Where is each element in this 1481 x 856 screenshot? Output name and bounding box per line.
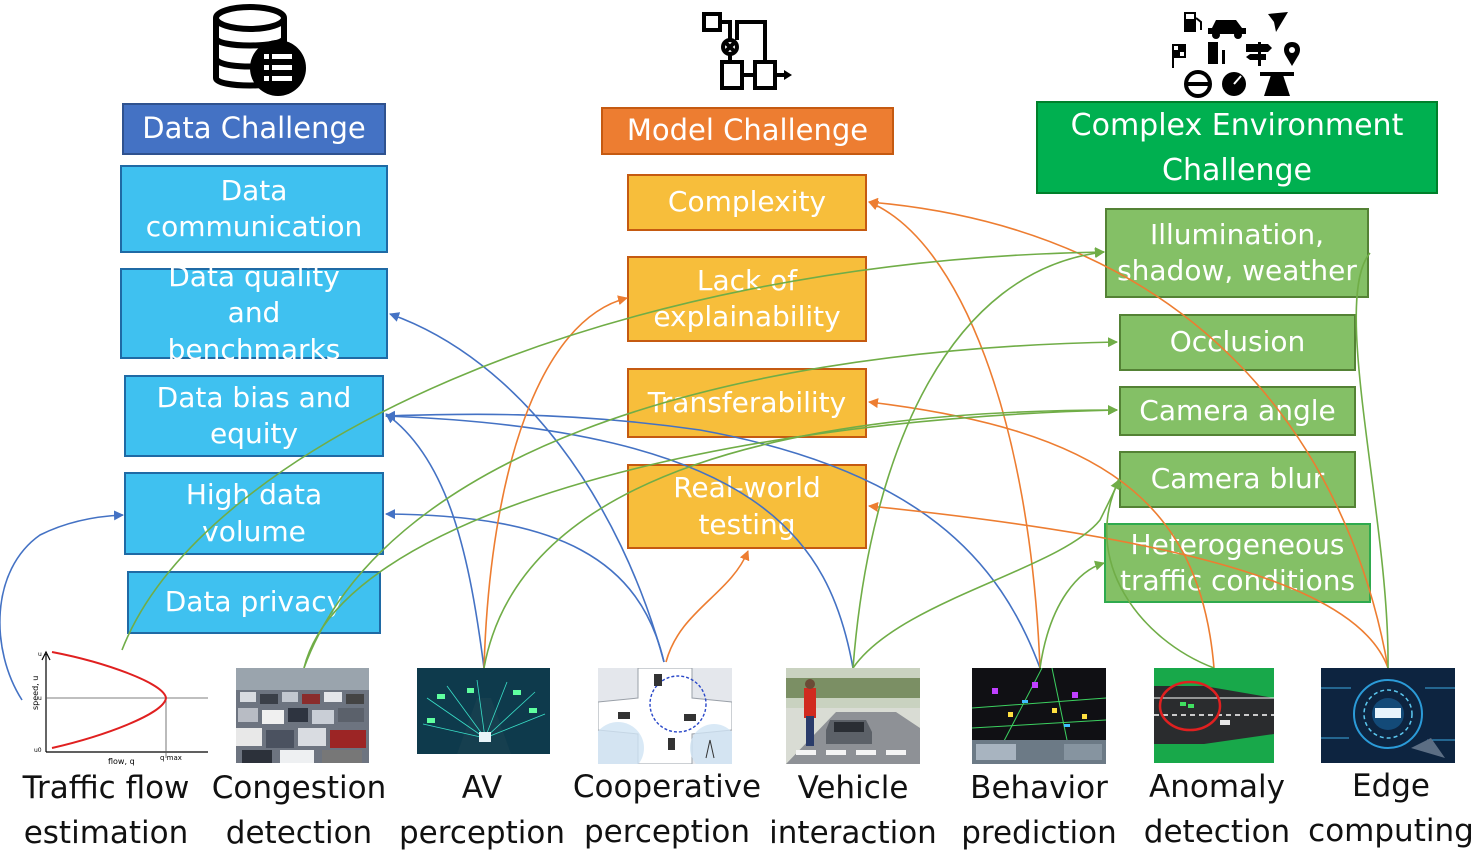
- link-coop-realworld: [665, 550, 750, 663]
- vehicle-interaction-label: Vehicle interaction: [769, 770, 937, 851]
- link-edge-complexity: [868, 197, 1389, 669]
- link-coop-volume: [385, 509, 665, 663]
- traffic-flow-plot: speed, u flow, q q max u u u0: [24, 648, 210, 766]
- complexity-box: Complexity: [627, 174, 867, 231]
- av-perception-label: AV perception: [399, 770, 565, 851]
- occlusion-box: Occlusion: [1119, 314, 1356, 371]
- link-anom-blur: [1106, 479, 1215, 669]
- anomaly-detection-image: [1154, 668, 1274, 763]
- link-anom-transfer: [868, 398, 1215, 669]
- link-veh-bias: [385, 411, 854, 669]
- link-flow-illum: [121, 247, 1105, 651]
- camera-angle-box: Camera angle: [1119, 386, 1356, 436]
- environment-challenge-header: Complex Environment Challenge: [1036, 101, 1438, 194]
- av-perception-image: [417, 668, 550, 754]
- link-flow-volume: [0, 510, 124, 701]
- plot-origin: u0: [34, 747, 42, 754]
- transferability-box: Transferability: [627, 368, 867, 438]
- link-cong-occlusion: [303, 337, 1118, 669]
- environment-icons: [1170, 10, 1305, 98]
- plot-ylabel: speed, u: [31, 676, 40, 710]
- link-veh-illum: [852, 248, 1105, 669]
- behavior-prediction-image: [972, 668, 1106, 764]
- link-av-bias: [385, 413, 485, 669]
- plot-xlabel: flow, q: [108, 757, 135, 766]
- explainability-box: Lack of explainability: [627, 256, 867, 342]
- behavior-label: Behavior prediction: [961, 770, 1117, 851]
- database-icon: [208, 2, 308, 98]
- edge-label: Edge computing: [1308, 768, 1474, 849]
- vehicle-interaction-photo: [786, 668, 920, 764]
- link-av-explain: [483, 295, 628, 669]
- high-data-volume-box: High data volume: [124, 472, 384, 555]
- cooperative-label: Cooperative perception: [572, 769, 762, 850]
- data-bias-box: Data bias and equity: [124, 375, 384, 457]
- edge-computing-image: [1321, 668, 1455, 763]
- link-edge-realworld: [868, 501, 1389, 669]
- plot-u-tick: u: [38, 651, 42, 658]
- plot-u-tick2: u: [38, 695, 42, 702]
- link-beh-bias: [385, 410, 1041, 669]
- block-diagram-icon: [700, 10, 795, 95]
- congestion-photo: [236, 668, 369, 763]
- link-coop-quality: [389, 312, 665, 663]
- link-edge-illum: [1355, 252, 1389, 669]
- cooperative-perception-diagram: [598, 668, 732, 764]
- link-cong-angle: [303, 405, 1118, 669]
- congestion-label: Congestion detection: [211, 770, 387, 851]
- data-challenge-header: Data Challenge: [122, 103, 386, 155]
- anomaly-label: Anomaly detection: [1143, 769, 1291, 850]
- data-privacy-box: Data privacy: [127, 571, 381, 634]
- heterogeneous-box: Heterogeneous traffic conditions: [1104, 523, 1371, 603]
- traffic-flow-label: Traffic flow estimation: [22, 770, 190, 851]
- plot-qmax: q max: [160, 754, 182, 762]
- model-challenge-header: Model Challenge: [601, 107, 894, 155]
- data-communication-box: Data communication: [120, 165, 388, 253]
- link-av-angle: [483, 405, 1118, 669]
- link-beh-complexity: [868, 200, 1041, 669]
- link-beh-hetero: [1039, 560, 1105, 669]
- real-world-testing-box: Real-world testing: [627, 464, 867, 549]
- camera-blur-box: Camera blur: [1119, 451, 1356, 508]
- illumination-box: Illumination, shadow, weather: [1105, 208, 1369, 298]
- link-veh-blur: [852, 478, 1123, 669]
